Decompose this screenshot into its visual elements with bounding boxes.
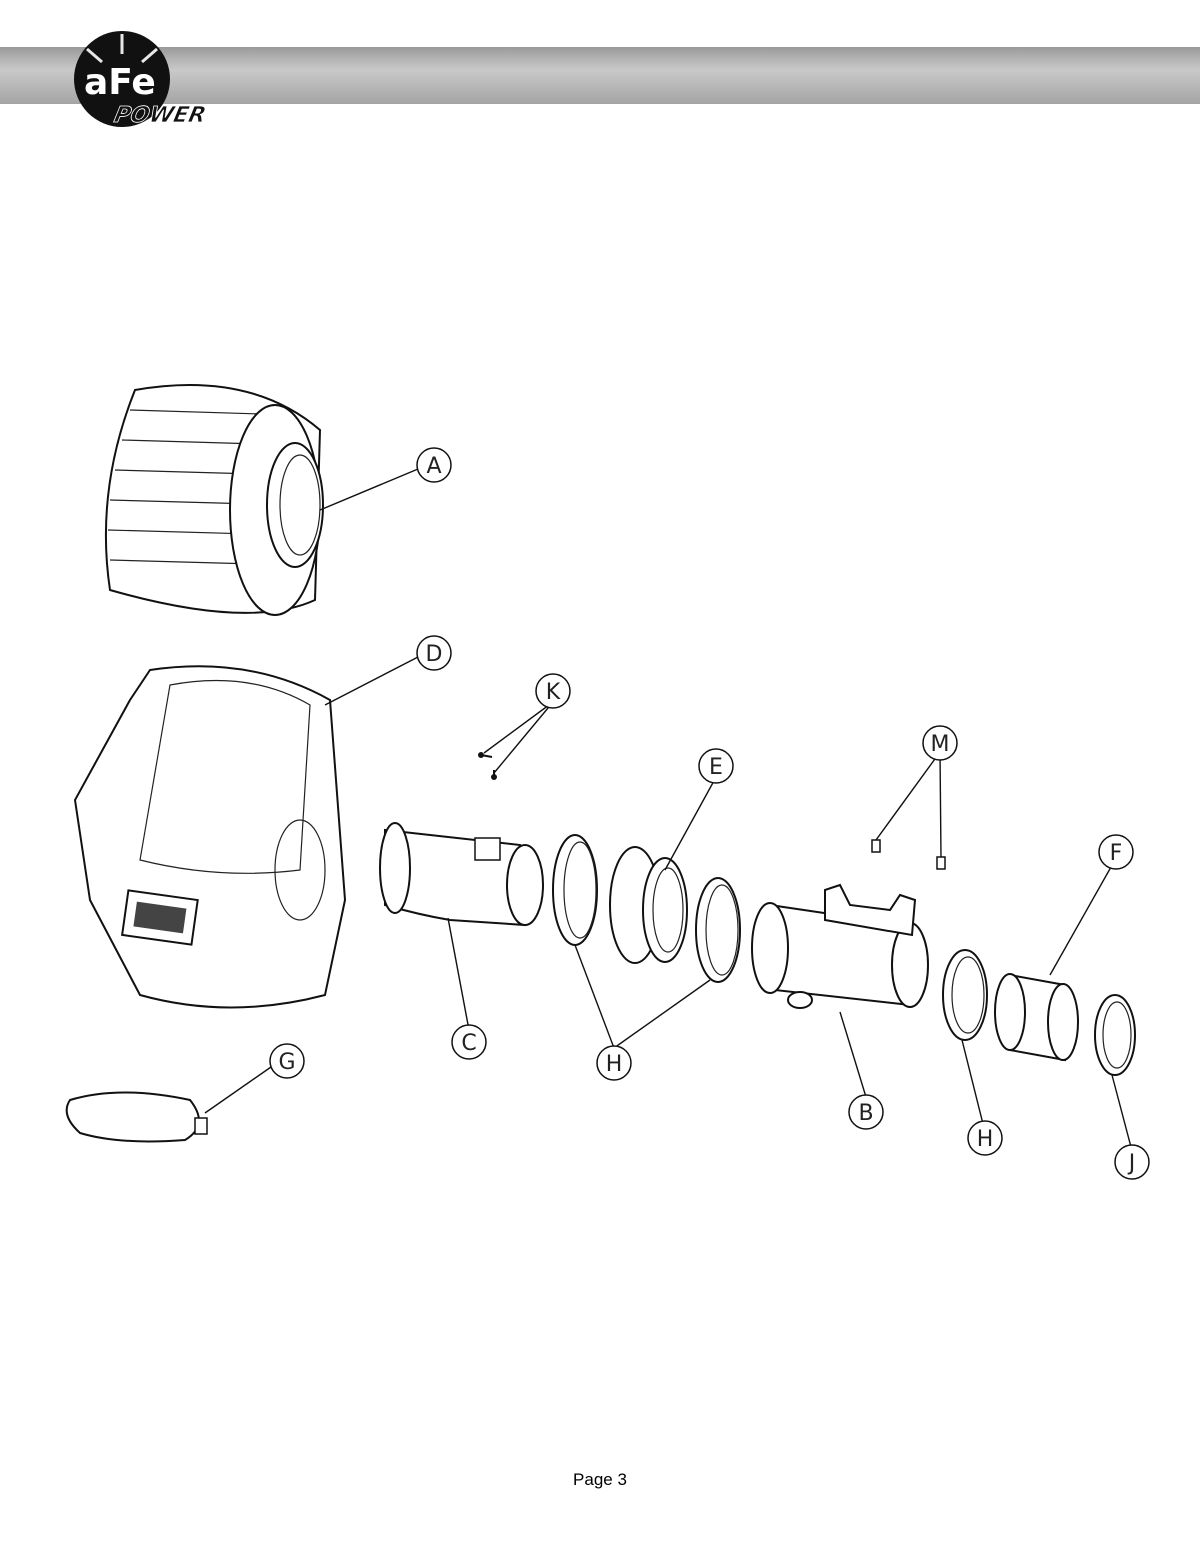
part-air-filter [104,384,324,616]
part-coupler-e [609,846,688,964]
svg-text:C: C [461,1031,476,1056]
afe-power-logo: aFe POWER [74,31,209,128]
part-clamp-j [1094,994,1136,1076]
part-side-panel [65,1091,208,1143]
part-clamp-h3 [942,949,988,1041]
callout-f: F [1098,834,1134,870]
svg-text:H: H [606,1052,623,1077]
callout-a: A [416,447,452,483]
page-number: Page 3 [573,1470,627,1489]
svg-text:K: K [546,680,561,705]
part-fasteners-m [871,839,946,870]
callout-m: M [922,725,958,761]
callout-k: K [535,673,571,709]
part-clamp-h1 [552,834,598,946]
svg-text:J: J [1127,1151,1136,1176]
svg-text:G: G [278,1050,295,1075]
part-intake-tube [379,822,544,927]
callout-d: D [416,635,452,671]
svg-text:B: B [858,1101,873,1126]
logo-text-bottom: POWER [112,102,208,128]
svg-text:H: H [977,1127,994,1152]
svg-text:D: D [426,642,443,667]
svg-text:E: E [709,755,723,780]
part-air-box-housing [73,665,347,1009]
svg-text:F: F [1110,841,1123,866]
svg-text:M: M [931,732,950,757]
callout-g: G [269,1043,305,1079]
part-clamp-h2 [695,877,741,983]
callout-j: J [1114,1144,1150,1180]
part-maf-tube [751,883,929,1009]
callout-c: C [451,1024,487,1060]
header-bar [0,47,1200,104]
part-coupler-f [994,973,1079,1062]
callout-e: E [698,748,734,784]
callout-h1: H [596,1045,632,1081]
callout-h2: H [967,1120,1003,1156]
svg-text:A: A [426,454,441,479]
part-screws-k [478,752,497,780]
callout-b: B [848,1094,884,1130]
logo-text-top: aFe [84,62,156,103]
